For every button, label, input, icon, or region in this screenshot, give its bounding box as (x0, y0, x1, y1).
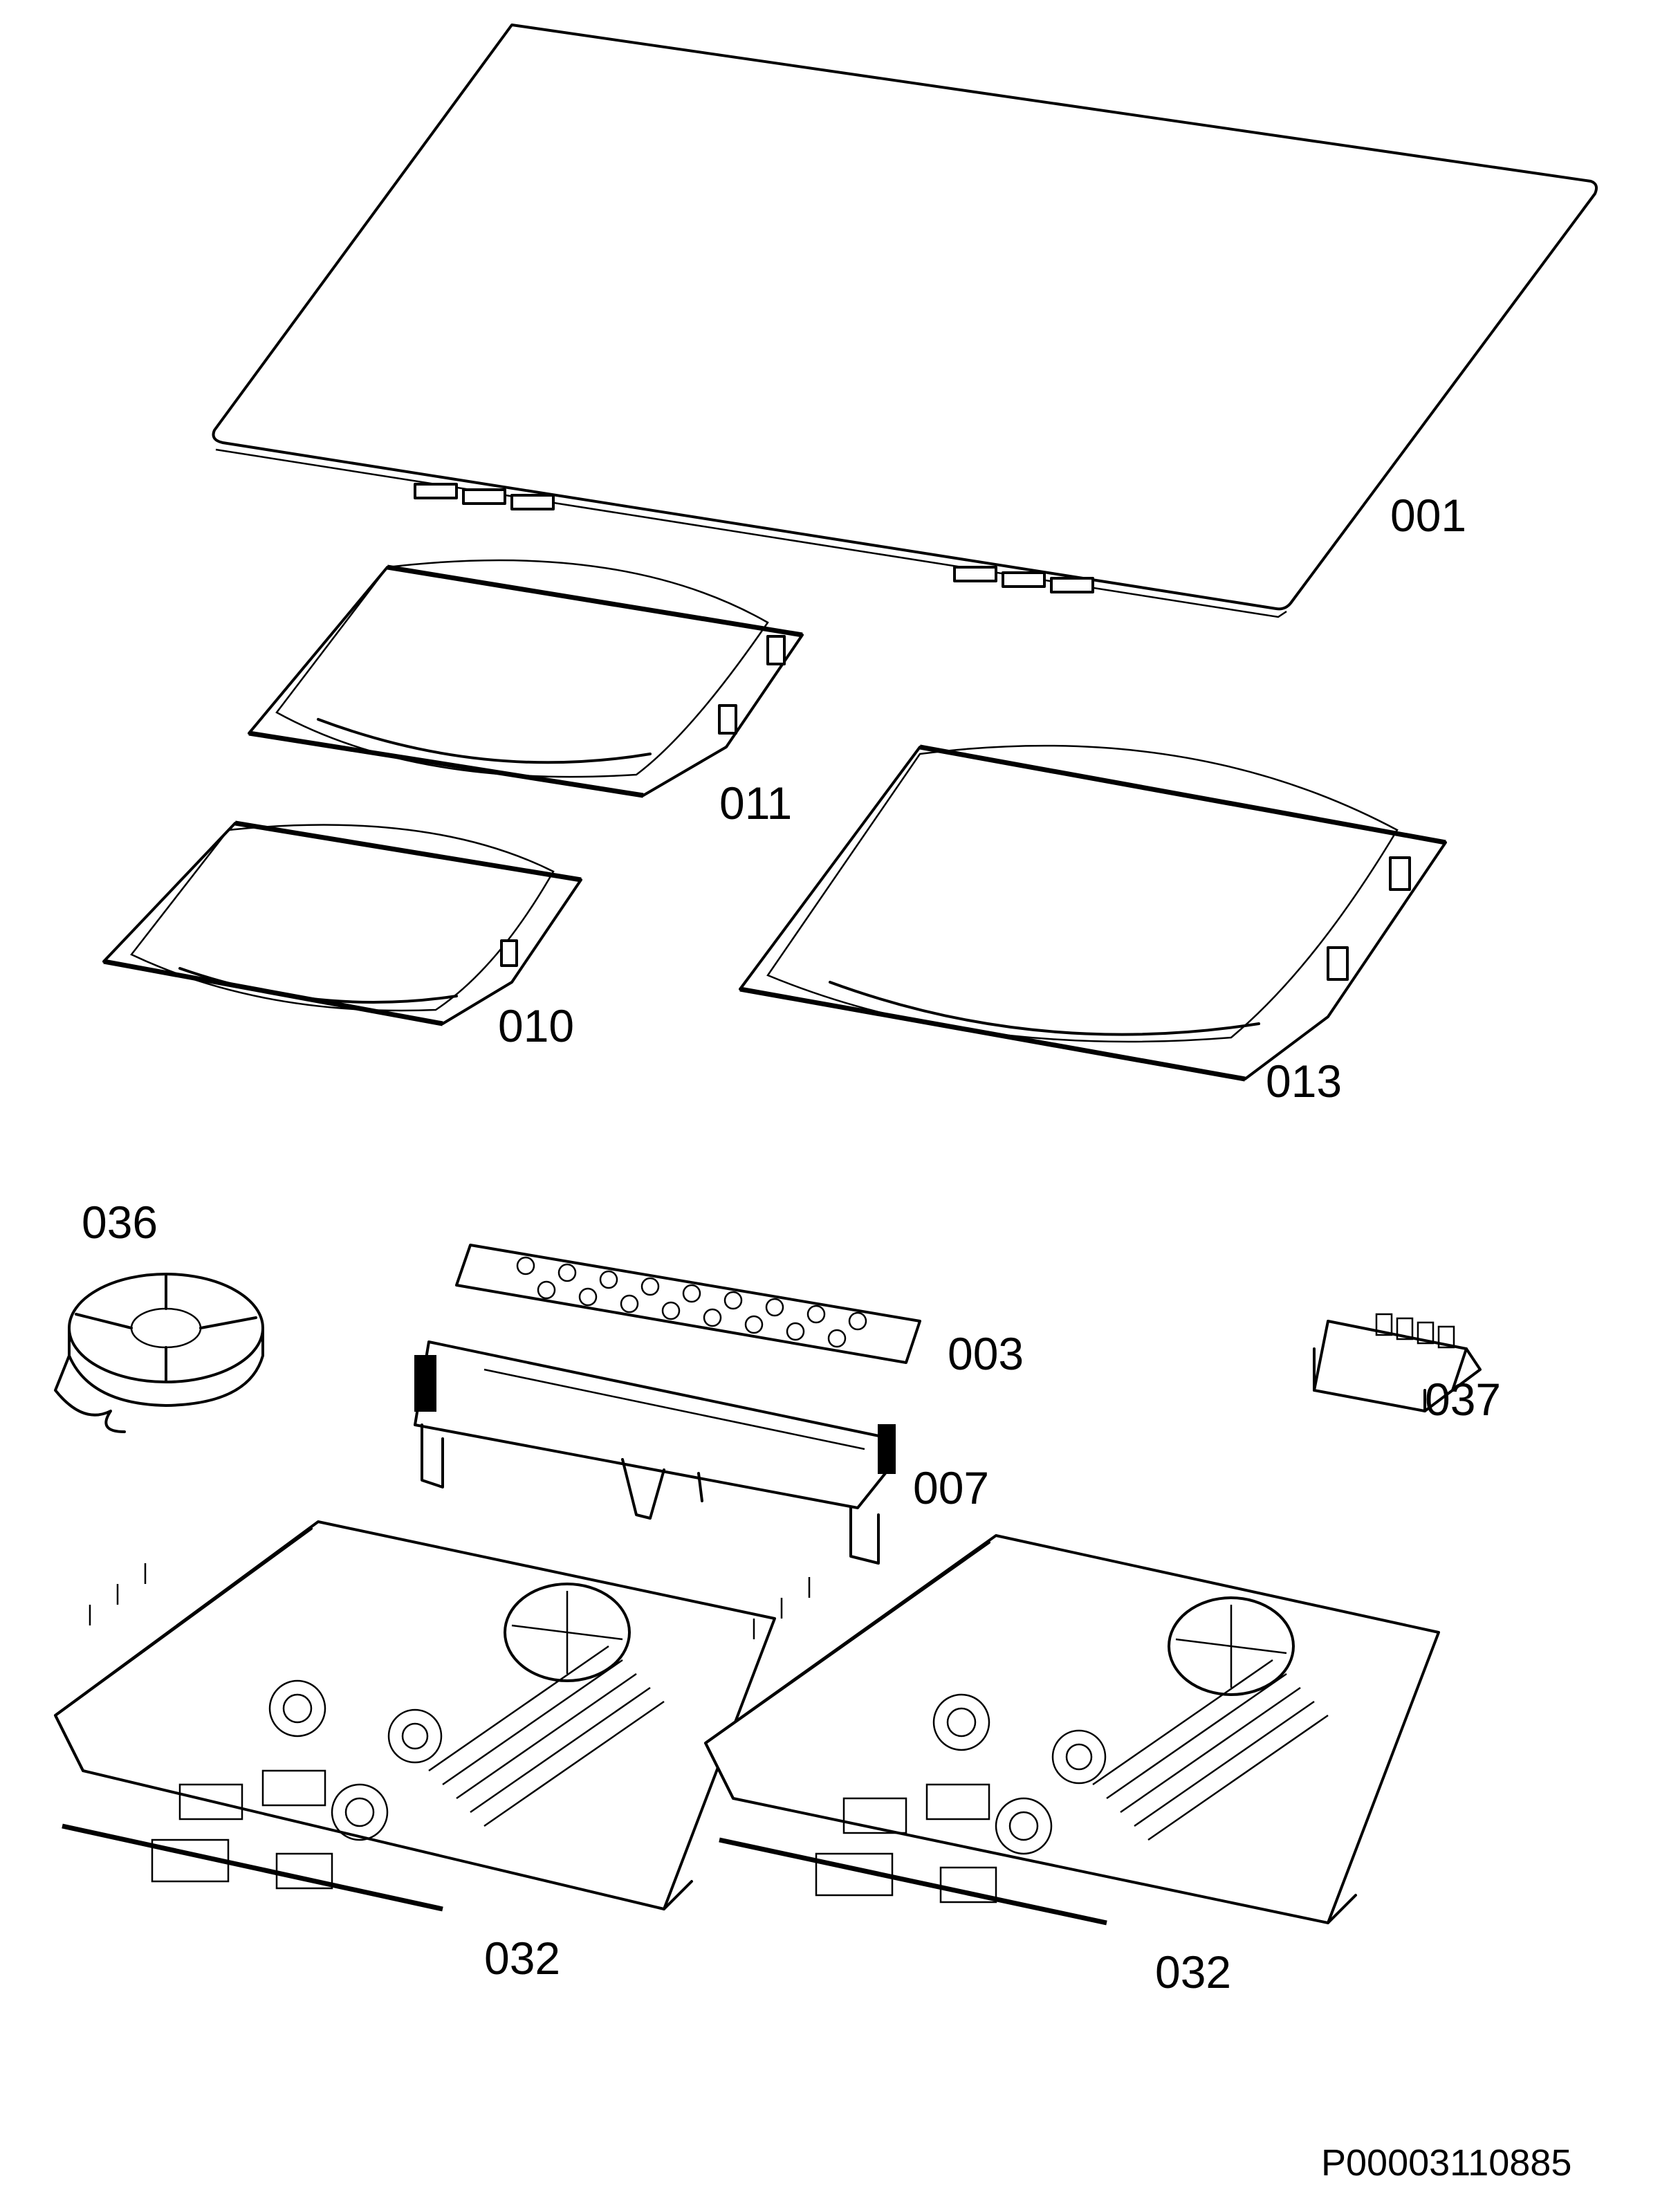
induction-coil-010 (102, 820, 582, 1026)
power-module-032-left (54, 1520, 776, 1912)
power-module-032-right (704, 1534, 1440, 1926)
cooling-fan-036 (54, 1273, 264, 1433)
board-bracket-007 (414, 1340, 896, 1565)
part-label-010: 010 (498, 1000, 575, 1051)
terminal-block-037 (1313, 1313, 1482, 1412)
induction-coil-011 (248, 559, 804, 798)
part-label-036: 036 (82, 1197, 158, 1248)
part-label-011: 011 (719, 777, 793, 829)
part-label-032-left: 032 (484, 1933, 561, 1984)
part-label-037: 037 (1425, 1374, 1502, 1425)
part-label-032-right: 032 (1155, 1946, 1232, 1998)
document-id: P00003110885 (1321, 2142, 1572, 2184)
part-label-003: 003 (948, 1328, 1024, 1379)
induction-coil-013 (739, 744, 1447, 1082)
glass-top-plate (212, 24, 1598, 618)
part-label-007: 007 (913, 1462, 990, 1513)
control-board-003 (455, 1244, 921, 1364)
part-label-013: 013 (1266, 1056, 1343, 1107)
part-label-001: 001 (1390, 490, 1467, 541)
